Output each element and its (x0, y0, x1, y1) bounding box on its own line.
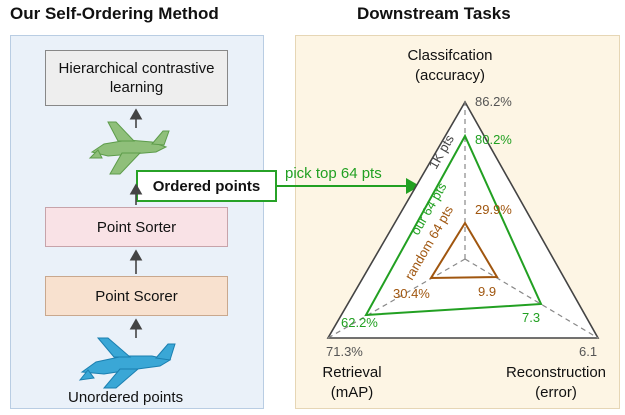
right-title: Downstream Tasks (357, 4, 511, 23)
axis-classification-name: Classifcation (407, 47, 492, 64)
value-ours-retrieval: 62.2% (341, 315, 378, 330)
radar-random-triangle (429, 221, 499, 280)
axis-classification-sub: (accuracy) (415, 67, 485, 84)
radar-axes (327, 102, 599, 339)
value-ours-classification: 80.2% (475, 132, 512, 147)
value-random-classification: 29.9% (475, 202, 512, 217)
radar-outer-triangle (326, 100, 600, 339)
point-scorer-box: Point Scorer (45, 276, 228, 316)
hierarchical-contrastive-box: Hierarchical contrastive learning (45, 50, 228, 106)
unordered-points-caption: Unordered points (68, 389, 184, 406)
left-title: Our Self-Ordering Method (10, 4, 219, 23)
value-outer-classification: 86.2% (475, 94, 512, 109)
radar-ours-triangle (364, 133, 543, 317)
ordered-points-box: Ordered points (136, 170, 277, 202)
airplane-bottom-icon (78, 337, 176, 389)
value-outer-retrieval: 71.3% (326, 344, 363, 359)
axis-retrieval-sub: (mAP) (331, 384, 374, 401)
airplane-top-icon (88, 121, 170, 175)
value-outer-reconstruction: 6.1 (579, 344, 597, 359)
value-random-retrieval: 30.4% (393, 286, 430, 301)
axis-reconstruction-name: Reconstruction (506, 364, 606, 381)
radar-chart: Classifcation (accuracy) Retrieval (mAP)… (322, 47, 606, 401)
value-random-reconstruction: 9.9 (478, 284, 496, 299)
point-sorter-box: Point Sorter (45, 207, 228, 247)
axis-reconstruction-sub: (error) (535, 384, 577, 401)
axis-retrieval-name: Retrieval (322, 364, 381, 381)
value-ours-reconstruction: 7.3 (522, 310, 540, 325)
pick-label: pick top 64 pts (285, 165, 382, 182)
